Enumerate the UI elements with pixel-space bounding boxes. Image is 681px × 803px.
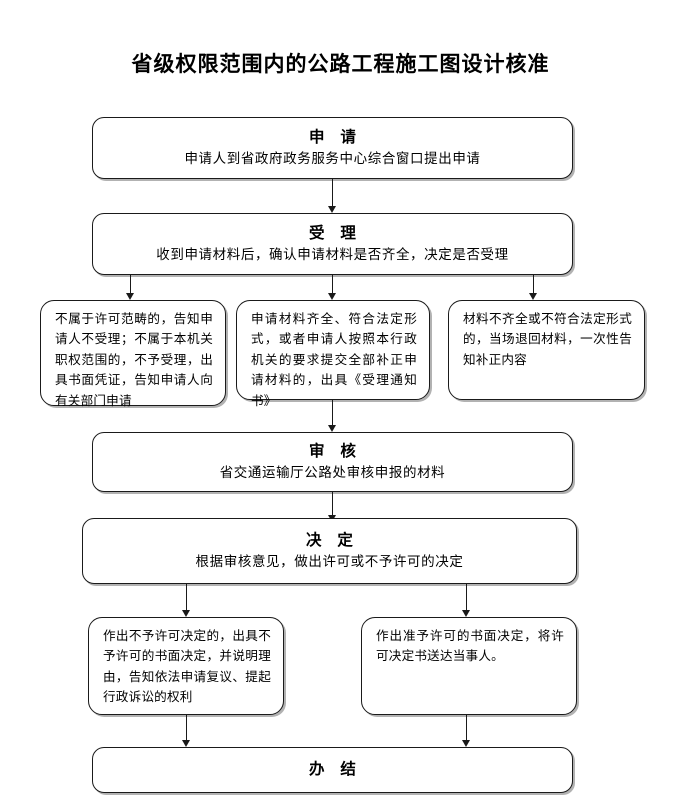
node-branch-right-body: 材料不齐全或不符合法定形式的，当场退回材料，一次性告知补正内容 [463,312,632,367]
node-approve-body: 作出准予许可的书面决定，将许可决定书送达当事人。 [376,629,564,664]
node-decide-heading: 决 定 [306,531,359,549]
node-accept: 受 理 收到申请材料后，确认申请材料是否齐全，决定是否受理 [92,213,573,275]
node-branch-left-body: 不属于许可范畴的，告知申请人不受理；不属于本机关职权范围的，不予受理，出具书面凭… [55,312,213,408]
node-branch-middle: 申请材料齐全、符合法定形式，或者申请人按照本行政机关的要求提交全部补正申请材料的… [236,300,430,408]
node-apply: 申 请 申请人到省政府政务服务中心综合窗口提出申请 [92,117,573,179]
page-title: 省级权限范围内的公路工程施工图设计核准 [131,52,550,76]
node-decide: 决 定 根据审核意见，做出许可或不予许可的决定 [82,518,577,584]
node-apply-body: 申请人到省政府政务服务中心综合窗口提出申请 [184,151,481,167]
node-decide-body: 根据审核意见，做出许可或不予许可的决定 [195,554,464,570]
node-review-body: 省交通运输厅公路处审核申报的材料 [219,465,446,481]
node-review-heading: 审 核 [309,442,362,460]
node-finish-heading: 办 结 [309,761,362,779]
node-branch-right: 材料不齐全或不符合法定形式的，当场退回材料，一次性告知补正内容 [448,300,645,400]
node-approve: 作出准予许可的书面决定，将许可决定书送达当事人。 [361,617,577,715]
node-branch-left: 不属于许可范畴的，告知申请人不受理；不属于本机关职权范围的，不予受理，出具书面凭… [40,300,226,408]
node-finish: 办 结 [92,747,573,793]
node-review: 审 核 省交通运输厅公路处审核申报的材料 [92,432,573,492]
node-accept-heading: 受 理 [309,224,362,242]
node-deny: 作出不予许可决定的，出具不予许可的书面决定，并说明理由，告知依法申请复议、提起行… [88,617,284,715]
node-deny-body: 作出不予许可决定的，出具不予许可的书面决定，并说明理由，告知依法申请复议、提起行… [103,629,271,705]
node-branch-middle-body: 申请材料齐全、符合法定形式，或者申请人按照本行政机关的要求提交全部补正申请材料的… [251,312,417,408]
node-apply-heading: 申 请 [309,128,362,146]
node-accept-body: 收到申请材料后，确认申请材料是否齐全，决定是否受理 [156,247,509,263]
